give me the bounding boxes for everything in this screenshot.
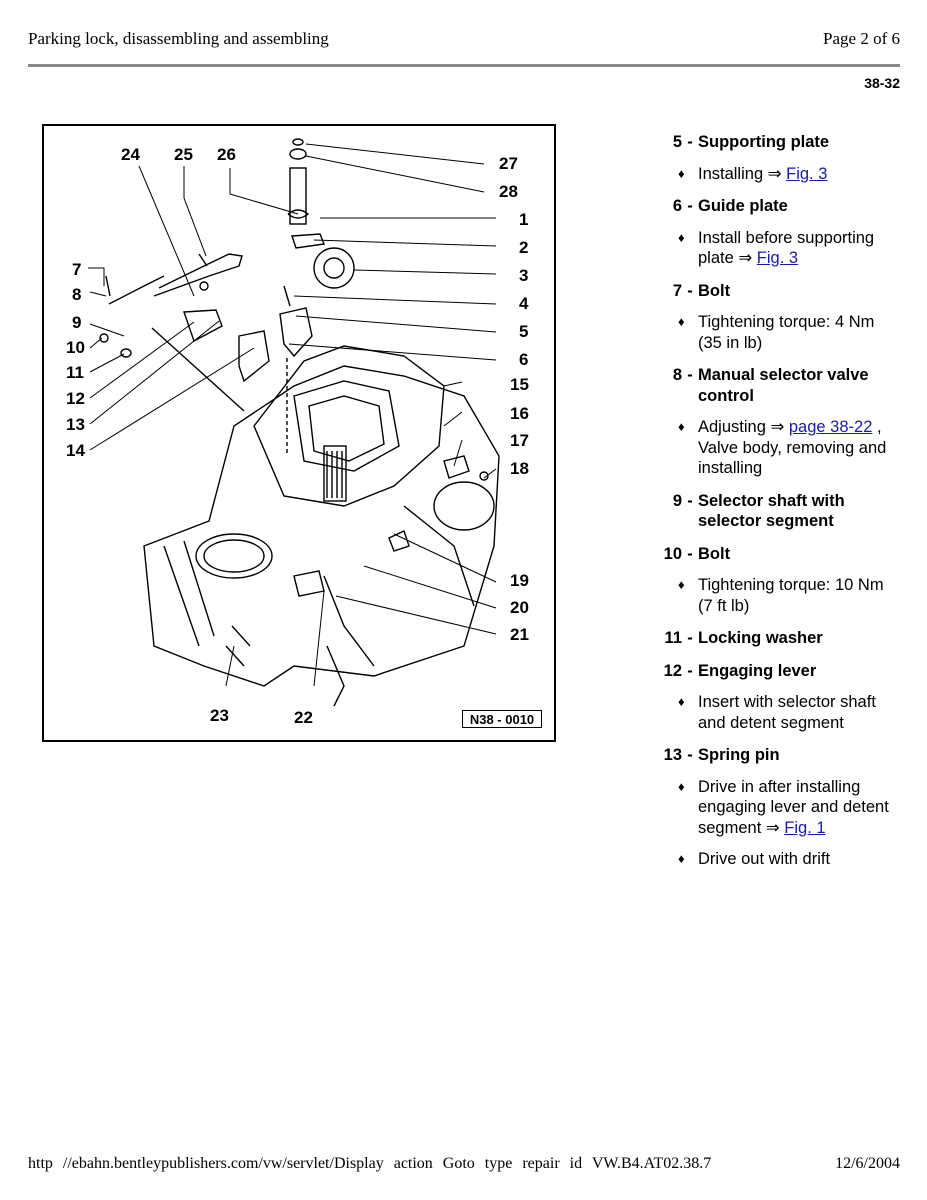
- item-name: Bolt: [698, 281, 731, 300]
- legend-subitem: ♦ Installing ⇒ Fig. 3: [678, 164, 902, 185]
- figure-code: N38 - 0010: [462, 710, 542, 728]
- legend-item: 8-Manual selector valve control ♦Adjusti…: [640, 365, 902, 479]
- item-number: 9: [672, 491, 682, 510]
- item-number: 8: [672, 366, 682, 384]
- fig-1-link[interactable]: Fig. 1: [784, 818, 826, 837]
- callout-26: 26: [217, 145, 236, 164]
- callout-22: 22: [294, 708, 313, 727]
- callout-17: 17: [510, 431, 529, 450]
- item-name: Engaging lever: [698, 661, 817, 680]
- item-number: 10: [663, 544, 682, 563]
- legend-item: 12-Engaging lever ♦Insert with selector …: [640, 661, 902, 734]
- callout-11: 11: [66, 363, 84, 382]
- fig-3-link[interactable]: Fig. 3: [756, 249, 799, 267]
- item-name: Selector shaft with selector segment: [698, 491, 845, 531]
- fig-3-link[interactable]: Fig. 3: [786, 164, 828, 183]
- diamond-bullet-icon: ♦: [678, 419, 685, 434]
- legend-subitem: ♦ Install before supporting plate ⇒ Fig. …: [678, 228, 902, 269]
- legend-subitem: ♦ Adjusting ⇒ page 38-22 , Valve body, re…: [678, 417, 902, 479]
- callout-3: 3: [519, 266, 529, 285]
- exploded-view-figure: 24 25 26 27 28 1 2 3 4 5 6 15 16 17 18 1…: [42, 124, 556, 742]
- section-number: 38-32: [864, 75, 900, 91]
- legend-subitem: ♦ Drive out with drift: [678, 849, 902, 870]
- item-name: Guide plate: [698, 197, 788, 215]
- diamond-bullet-icon: ♦: [678, 229, 685, 245]
- callout-12: 12: [66, 389, 85, 408]
- subitem-text: Drive out with drift: [698, 850, 831, 868]
- diamond-bullet-icon: ♦: [678, 577, 685, 592]
- legend-subitem: ♦ Drive in after installing engaging leve…: [678, 777, 902, 839]
- footer-date: 12/6/2004: [835, 1155, 900, 1172]
- legend-item: 13-Spring pin ♦Drive in after installing…: [640, 745, 902, 870]
- diamond-bullet-icon: ♦: [678, 165, 685, 181]
- callout-2: 2: [519, 238, 529, 257]
- callout-15: 15: [510, 375, 529, 394]
- diamond-bullet-icon: ♦: [678, 778, 685, 794]
- item-name: Manual selector valve control: [698, 366, 869, 405]
- item-number: 11: [664, 629, 682, 647]
- callout-7: 7: [72, 260, 82, 279]
- subitem-text: Installing ⇒: [698, 164, 787, 183]
- callout-14: 14: [66, 441, 85, 460]
- legend-item: 11-Locking washer: [640, 628, 902, 649]
- item-number: 13: [663, 746, 682, 764]
- legend-subitem: ♦ Tightening torque: 4 Nm (35 in lb): [678, 312, 902, 353]
- callout-27: 27: [499, 154, 518, 173]
- callout-9: 9: [72, 313, 82, 332]
- callout-8: 8: [72, 285, 82, 304]
- callout-10: 10: [66, 338, 85, 357]
- legend-item: 9-Selector shaft with selector segment: [640, 491, 902, 532]
- callout-20: 20: [510, 598, 529, 617]
- item-number: 12: [663, 661, 682, 680]
- page-38-22-link[interactable]: page 38-22: [788, 418, 873, 436]
- diamond-bullet-icon: ♦: [678, 851, 685, 866]
- callout-21: 21: [510, 625, 529, 644]
- callout-28: 28: [499, 182, 518, 201]
- callout-16: 16: [510, 404, 529, 423]
- subitem-text: Drive in after installing engaging lever…: [698, 777, 889, 837]
- item-number: 6: [672, 197, 682, 215]
- callout-23: 23: [210, 706, 229, 725]
- item-number: 5: [672, 133, 682, 151]
- callout-5: 5: [519, 322, 529, 341]
- legend-subitem: ♦ Tightening torque: 10 Nm (7 ft lb): [678, 575, 902, 616]
- header-divider: [28, 64, 900, 67]
- subitem-text: Tightening torque: 10 Nm (7 ft lb): [698, 576, 884, 615]
- transmission-drawing: [88, 138, 500, 707]
- page-indicator: Page 2 of 6: [823, 29, 900, 48]
- document-title: Parking lock, disassembling and assembli…: [28, 29, 329, 48]
- subitem-text-after: , Valve body, removing and installing: [698, 418, 887, 477]
- legend-item: 10-Bolt ♦Tightening torque: 10 Nm (7 ft …: [640, 544, 902, 617]
- item-name: Supporting plate: [698, 133, 830, 151]
- callout-1: 1: [519, 210, 529, 229]
- item-name: Locking washer: [698, 629, 823, 647]
- legend-item: 7-Bolt ♦Tightening torque: 4 Nm (35 in l…: [640, 281, 902, 354]
- callout-18: 18: [510, 459, 529, 478]
- legend-item: 5-Supporting plate ♦Installing ⇒ Fig. 3: [640, 132, 902, 184]
- subitem-text: Insert with selector shaft and detent se…: [698, 693, 876, 732]
- item-name: Bolt: [698, 544, 731, 563]
- item-name: Spring pin: [698, 746, 780, 764]
- callout-6: 6: [519, 350, 529, 369]
- subitem-text: Install before supporting plate ⇒: [698, 228, 875, 268]
- legend-item: 6-Guide plate ♦Install before supporting…: [640, 196, 902, 269]
- callout-4: 4: [519, 294, 529, 313]
- item-number: 7: [672, 281, 682, 300]
- legend-subitem: ♦ Insert with selector shaft and detent s…: [678, 692, 902, 733]
- callout-19: 19: [510, 571, 529, 590]
- diamond-bullet-icon: ♦: [678, 694, 685, 709]
- callout-24: 24: [121, 145, 140, 164]
- subitem-text: Tightening torque: 4 Nm (35 in lb): [698, 313, 875, 352]
- parts-legend: 5-Supporting plate ♦Installing ⇒ Fig. 3 …: [640, 132, 902, 882]
- footer-url: http //ebahn.bentleypublishers.com/vw/se…: [28, 1155, 712, 1172]
- callout-25: 25: [174, 145, 193, 164]
- callout-13: 13: [66, 415, 85, 434]
- diamond-bullet-icon: ♦: [678, 314, 685, 329]
- subitem-text: Adjusting ⇒: [698, 418, 789, 436]
